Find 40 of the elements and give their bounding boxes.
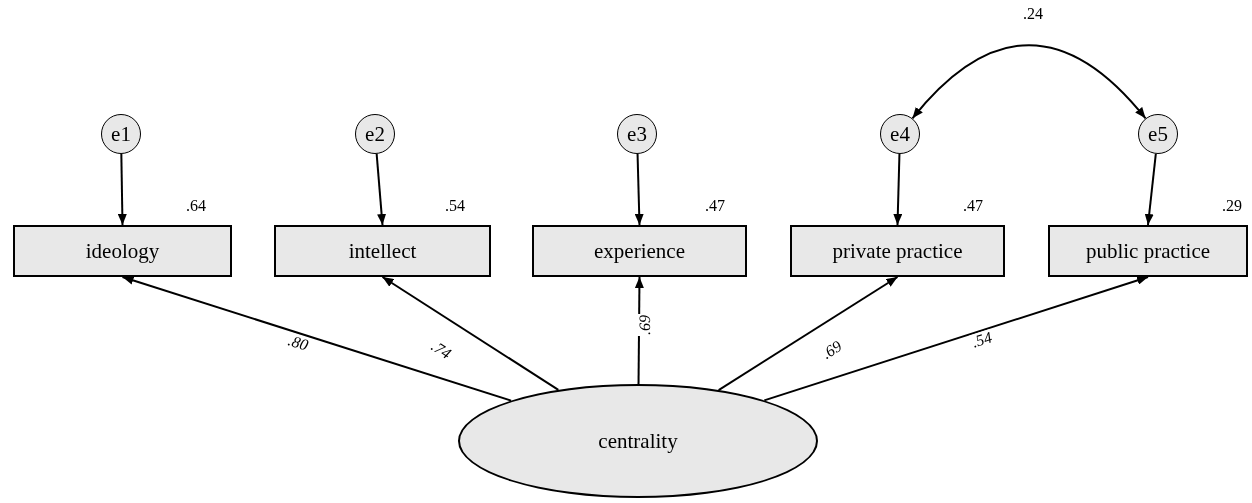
variable-label: private practice — [832, 238, 963, 264]
path-arrow — [893, 153, 903, 226]
observed-variable-box — [274, 225, 491, 277]
r-squared-value: .54 — [445, 197, 465, 215]
variable-label: public practice — [1085, 238, 1211, 264]
error-term-label: e5 — [1148, 121, 1168, 147]
error-term-circle — [101, 114, 141, 154]
error-term-label: e1 — [111, 121, 131, 147]
error-term-circle — [880, 114, 920, 154]
path-arrow — [634, 276, 644, 385]
path-arrow — [375, 152, 387, 226]
edge-label: .54 — [969, 329, 995, 351]
path-arrow — [381, 276, 560, 391]
path-arrow — [121, 275, 512, 402]
covariance-arrow — [911, 44, 1147, 120]
variable-label: ideology — [85, 238, 160, 264]
r-squared-value: .64 — [186, 197, 206, 215]
latent-variable-label: centrality — [598, 428, 678, 454]
variable-label: intellect — [348, 238, 417, 264]
r-squared-value: .47 — [705, 197, 725, 215]
path-arrow — [717, 276, 899, 392]
error-term-circle — [617, 114, 657, 154]
error-term-circle — [1138, 114, 1178, 154]
observed-variable-box — [532, 225, 747, 277]
path-arrow — [634, 153, 644, 226]
error-term-label: e3 — [627, 121, 647, 147]
error-term-label: e4 — [890, 121, 910, 147]
observed-variable-box — [1048, 225, 1248, 277]
observed-variable-box — [13, 225, 232, 277]
error-term-circle — [355, 114, 395, 154]
path-arrow — [1144, 152, 1157, 226]
r-squared-value: .47 — [963, 197, 983, 215]
observed-variable-box — [790, 225, 1005, 277]
edge-label: .24 — [1022, 6, 1044, 22]
path-arrow — [763, 275, 1149, 402]
variable-label: experience — [594, 238, 685, 264]
error-term-label: e2 — [365, 121, 385, 147]
r-squared-value: .29 — [1222, 197, 1242, 215]
path-arrow — [117, 153, 127, 226]
edge-label: .69 — [636, 313, 654, 337]
